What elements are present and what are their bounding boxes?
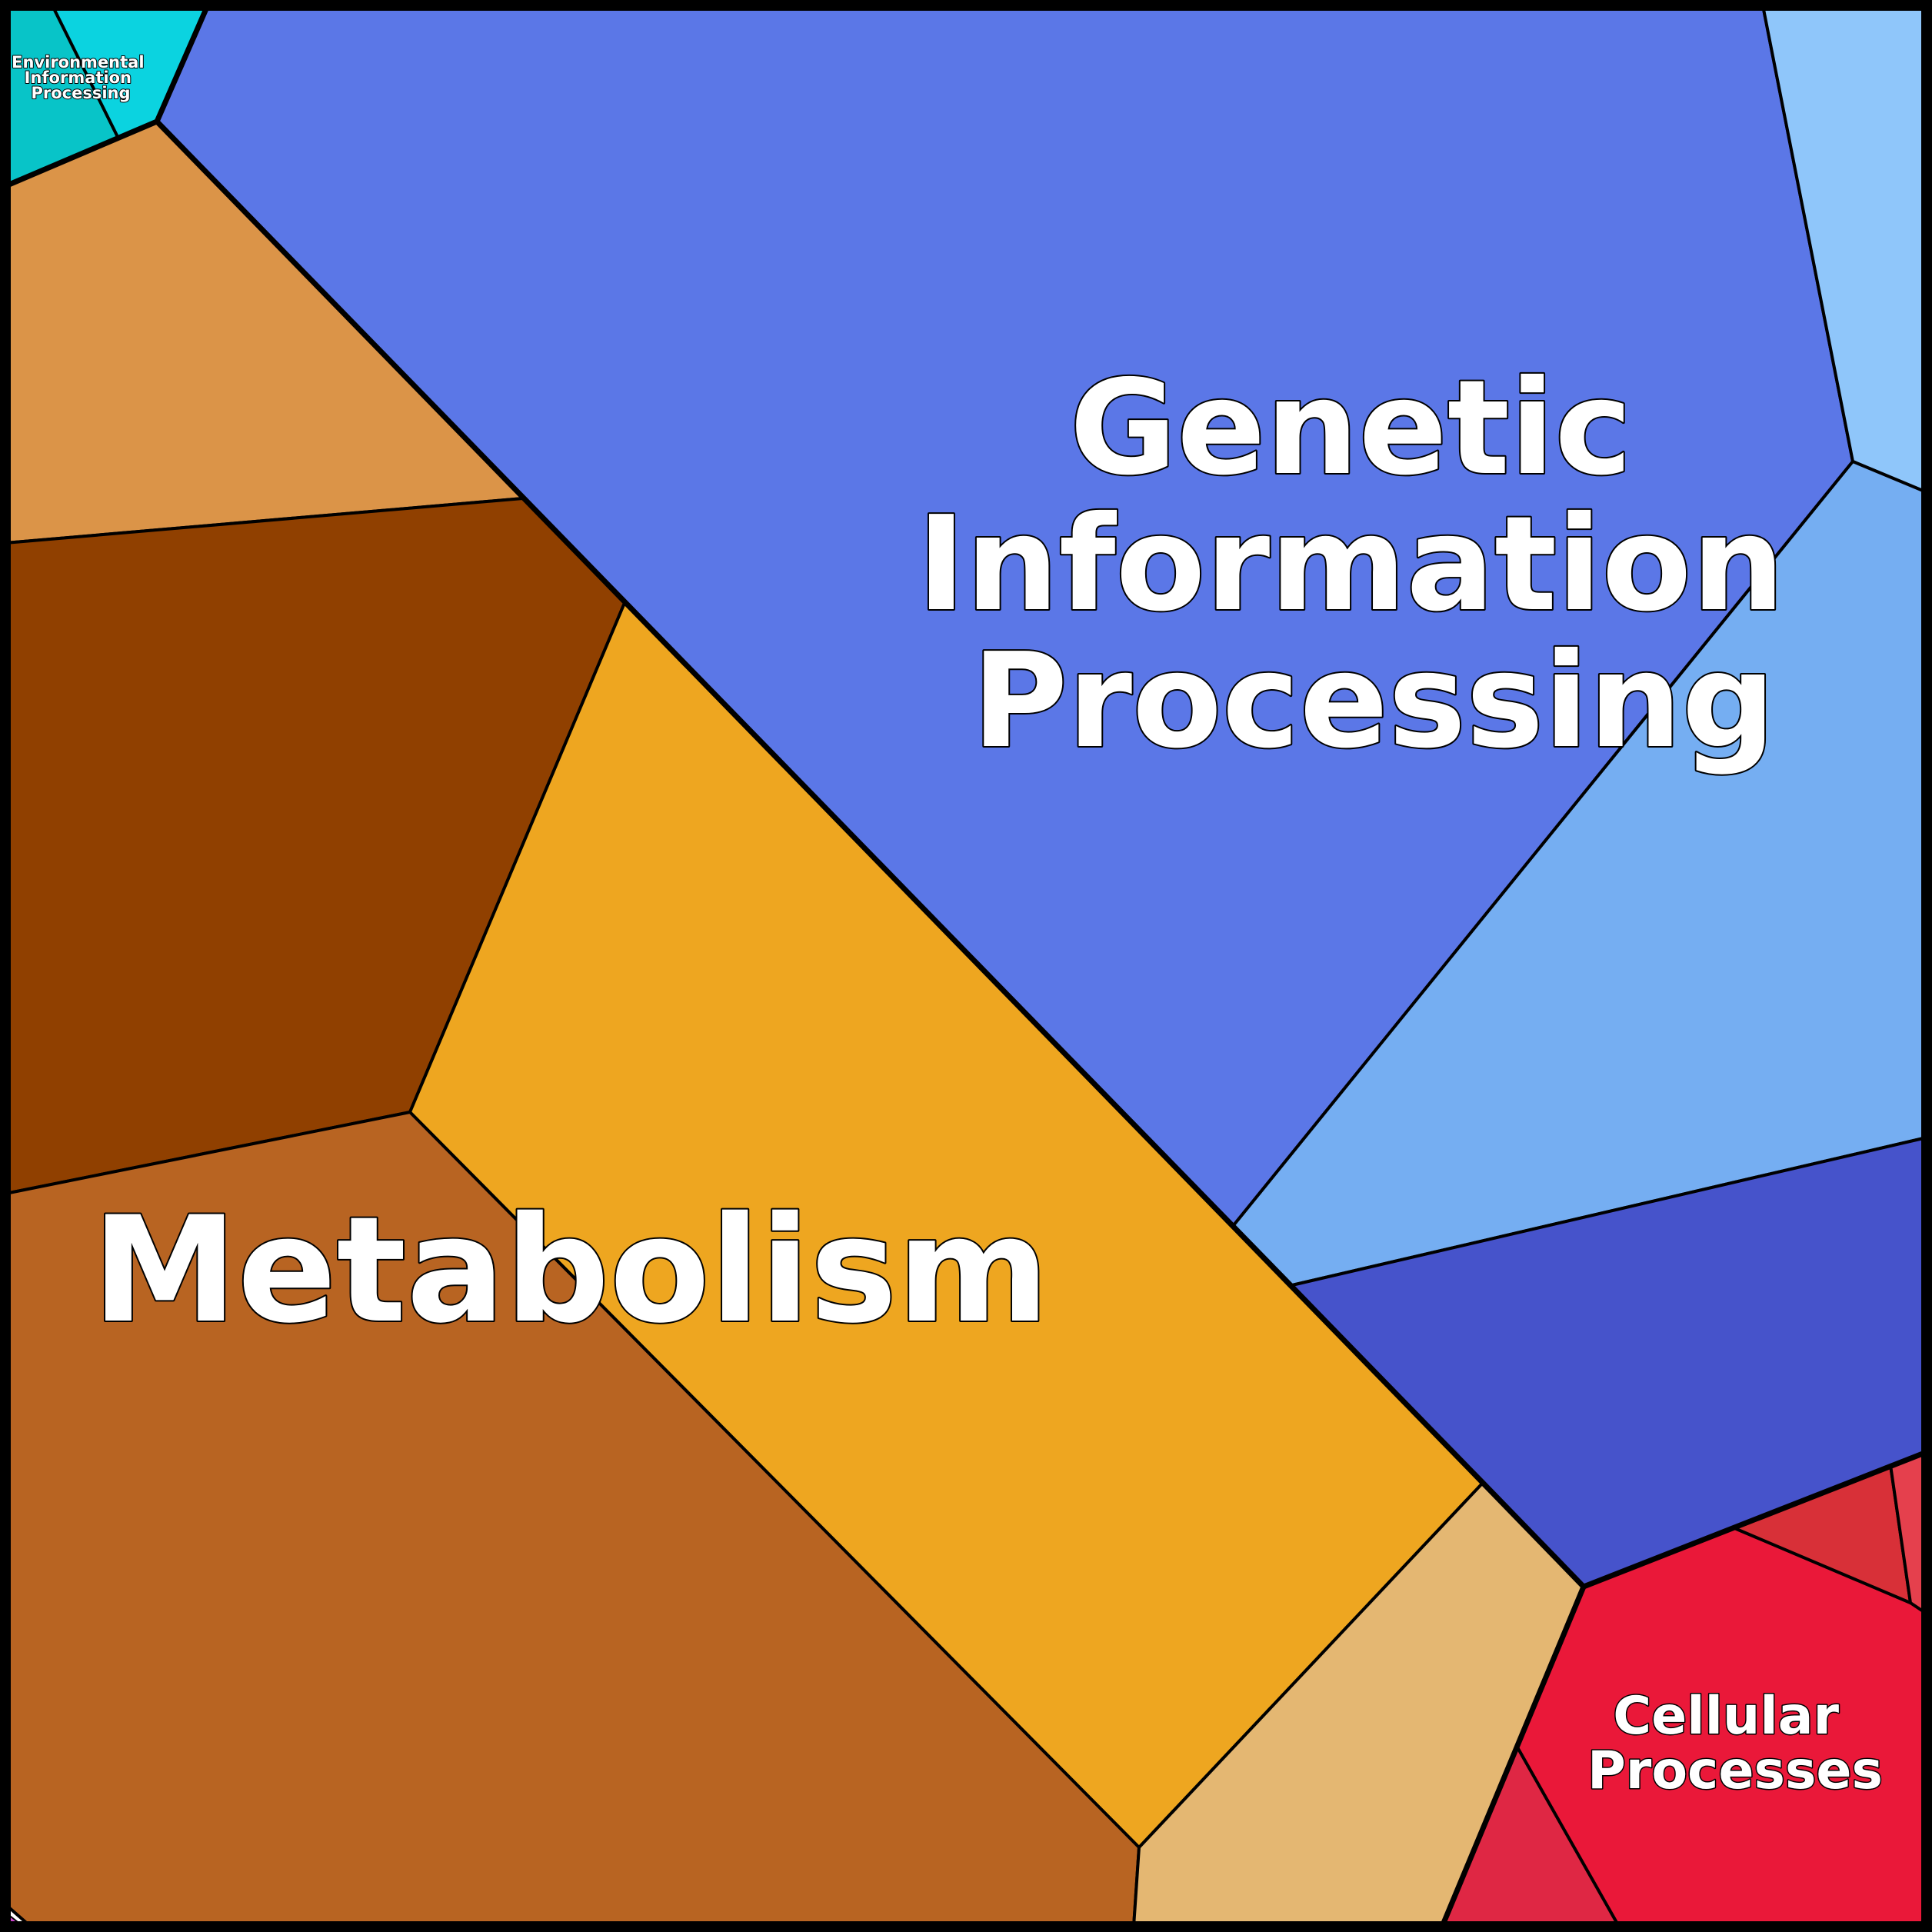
group-genetic-information-processing: [155, 4, 1928, 1588]
label-environmental-information-processing: Environmental Information Processing: [12, 53, 150, 102]
group-metabolism: [4, 120, 1585, 1928]
label-metabolism: Metabolism: [92, 1185, 1050, 1355]
label-genetic-information-processing: Genetic Information Processing: [917, 352, 1830, 778]
group-cellular-processes: [1441, 1451, 1928, 1928]
label-cellular-processes: Cellular Processes: [1587, 1686, 1883, 1801]
